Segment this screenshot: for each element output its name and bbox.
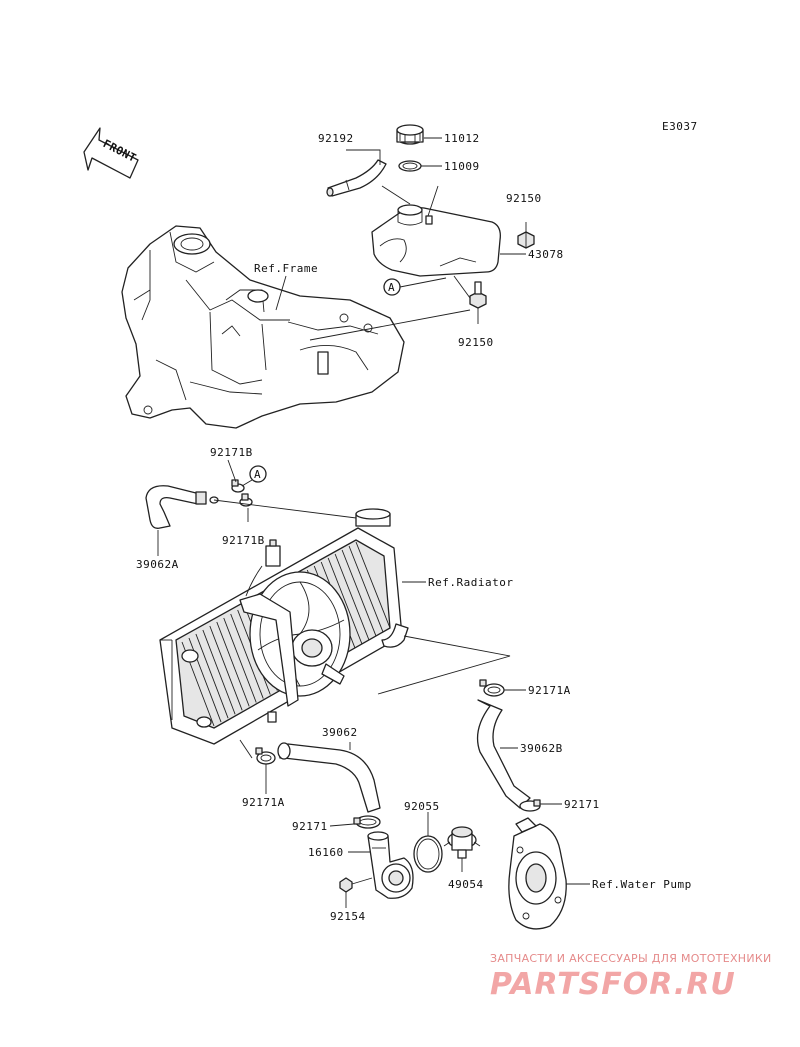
hose-39062a-icon bbox=[145, 485, 219, 529]
radiator-fin bbox=[327, 557, 363, 644]
callout-39062b: 39062B bbox=[520, 742, 563, 755]
diagram-code: E3037 bbox=[662, 120, 698, 133]
clamp-92171-right-icon bbox=[519, 799, 541, 812]
reservoir-tank-icon bbox=[371, 204, 501, 277]
clamp-92171a-right-icon bbox=[479, 679, 505, 697]
radiator-fin bbox=[202, 629, 236, 715]
reservoir-hose-icon bbox=[326, 159, 387, 197]
radiator-fin bbox=[195, 633, 229, 719]
callout-92150-bottom: 92150 bbox=[458, 336, 494, 349]
callout-92150-top: 92150 bbox=[506, 192, 542, 205]
callout-43078: 43078 bbox=[528, 248, 564, 261]
callout-11012: 11012 bbox=[444, 132, 480, 145]
callout-92171a-right: 92171A bbox=[528, 684, 571, 697]
radiator-fin bbox=[230, 613, 264, 699]
callout-92171-left: 92171 bbox=[292, 820, 328, 833]
radiator-fin bbox=[355, 541, 391, 629]
clamp-92171a-left-icon bbox=[255, 747, 276, 765]
radiator-fin bbox=[334, 553, 370, 640]
connector-a-lower-label: A bbox=[254, 468, 261, 481]
front-arrow-icon: FRONT bbox=[83, 127, 139, 179]
callout-92171b-top: 92171B bbox=[210, 446, 253, 459]
water-pump-icon bbox=[508, 817, 567, 930]
connector-a-lower: A bbox=[249, 465, 267, 483]
cooling-fan-icon bbox=[239, 539, 351, 723]
o-ring-92055-icon bbox=[413, 835, 443, 873]
connector-a-upper: A bbox=[383, 278, 401, 296]
callout-39062a: 39062A bbox=[136, 558, 179, 571]
thermostat-49054-icon bbox=[443, 826, 481, 859]
frame-icon bbox=[121, 225, 405, 429]
ref-radiator-label: Ref.Radiator bbox=[428, 576, 513, 589]
radiator-fin bbox=[209, 625, 243, 711]
thermostat-housing-icon bbox=[367, 831, 414, 899]
connector-a-upper-label: A bbox=[388, 281, 395, 294]
ref-water-pump-label: Ref.Water Pump bbox=[592, 878, 692, 891]
radiator-fin bbox=[216, 621, 250, 707]
callout-92192: 92192 bbox=[318, 132, 354, 145]
reservoir-cap-icon bbox=[396, 124, 424, 145]
watermark-logo: PARTSFOR.RU bbox=[490, 967, 736, 1002]
reservoir-gasket-icon bbox=[398, 160, 422, 172]
callout-92154: 92154 bbox=[330, 910, 366, 923]
radiator-fin bbox=[341, 549, 377, 637]
hose-39062-icon bbox=[277, 742, 381, 813]
callout-49054: 49054 bbox=[448, 878, 484, 891]
clamp-92171-left-icon bbox=[353, 815, 381, 829]
callout-11009: 11009 bbox=[444, 160, 480, 173]
ref-frame-label: Ref.Frame bbox=[254, 262, 318, 275]
radiator-fin bbox=[223, 617, 257, 703]
callout-92171b-bottom: 92171B bbox=[222, 534, 265, 547]
bolt-92154-icon bbox=[339, 877, 373, 893]
radiator-fin bbox=[348, 545, 384, 633]
bolt-92150-top-icon bbox=[517, 231, 535, 249]
callout-92055: 92055 bbox=[404, 800, 440, 813]
watermark-tagline: ЗАПЧАСТИ И АКСЕССУАРЫ ДЛЯ МОТОТЕХНИКИ bbox=[490, 952, 772, 965]
callout-92171-right: 92171 bbox=[564, 798, 600, 811]
clamp-92171b-top-icon bbox=[231, 479, 245, 493]
bolt-92150-bottom-icon bbox=[469, 281, 487, 309]
callout-16160: 16160 bbox=[308, 846, 344, 859]
callout-39062: 39062 bbox=[322, 726, 358, 739]
callout-92171a-left: 92171A bbox=[242, 796, 285, 809]
